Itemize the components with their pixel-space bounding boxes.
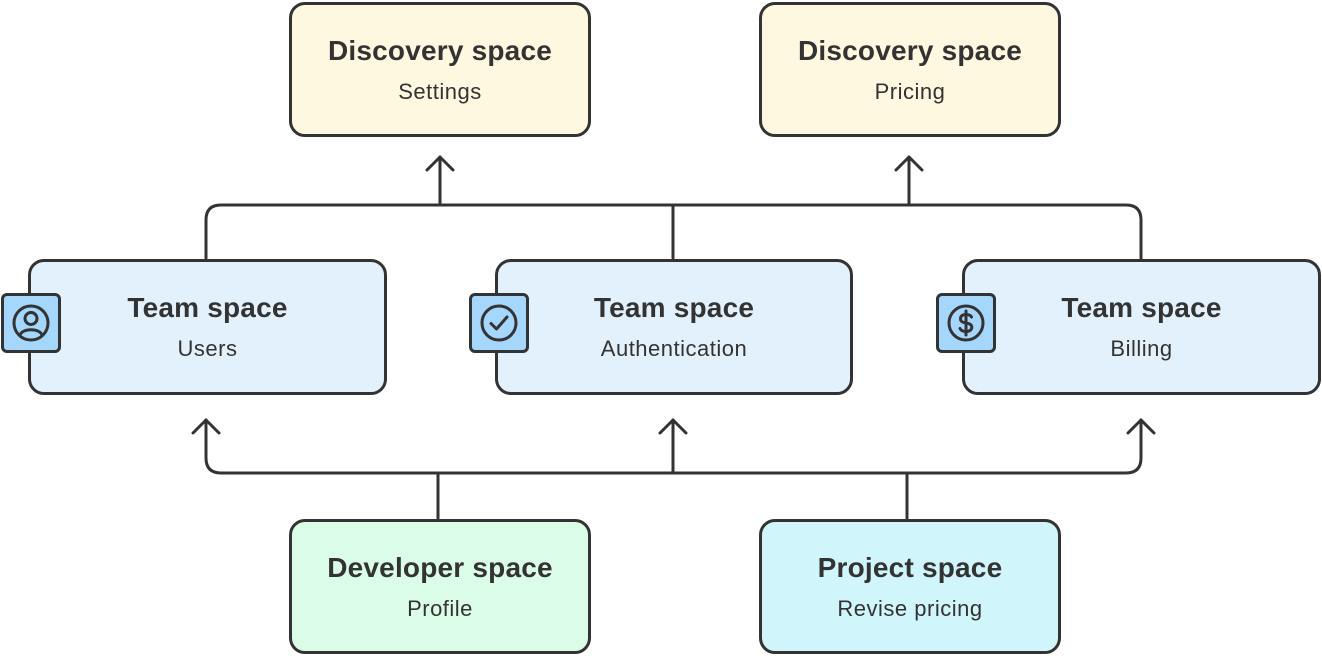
lower-arrow-center-head: [658, 418, 688, 435]
node-subtitle: Profile: [407, 595, 473, 621]
team-space-billing-node[interactable]: Team space Billing: [962, 259, 1321, 395]
upper-arrow-left-head: [425, 155, 455, 172]
node-title: Team space: [593, 292, 755, 323]
project-space-revise-pricing-node[interactable]: Project space Revise pricing: [759, 519, 1061, 654]
node-title: Team space: [1061, 292, 1222, 323]
check-circle-icon: [480, 304, 518, 342]
upper-arrow-right-head: [894, 155, 924, 172]
node-title: Developer space: [327, 551, 553, 583]
lower-arrow-left-head: [191, 418, 221, 435]
dollar-icon: [947, 304, 985, 342]
discovery-space-pricing-node[interactable]: Discovery space Pricing: [759, 2, 1061, 137]
user-icon: [12, 304, 50, 342]
node-title: Team space: [127, 292, 288, 323]
user-icon-badge: [1, 293, 61, 353]
node-subtitle: Settings: [398, 78, 482, 104]
team-space-users-node[interactable]: Team space Users: [28, 259, 387, 395]
check-circle-icon-badge: [469, 293, 529, 353]
developer-space-profile-node[interactable]: Developer space Profile: [289, 519, 591, 654]
node-subtitle: Revise pricing: [837, 595, 983, 621]
node-subtitle: Billing: [1110, 336, 1173, 361]
node-title: Discovery space: [327, 34, 553, 66]
node-subtitle: Users: [177, 336, 238, 361]
dollar-icon-badge: [936, 293, 996, 353]
node-subtitle: Authentication: [600, 336, 748, 361]
node-subtitle: Pricing: [874, 78, 946, 104]
node-title: Discovery space: [797, 34, 1023, 66]
node-title: Project space: [817, 551, 1003, 583]
discovery-space-settings-node[interactable]: Discovery space Settings: [289, 2, 591, 137]
team-space-authentication-node[interactable]: Team space Authentication: [495, 259, 853, 395]
lower-arrow-right-head: [1126, 418, 1156, 435]
